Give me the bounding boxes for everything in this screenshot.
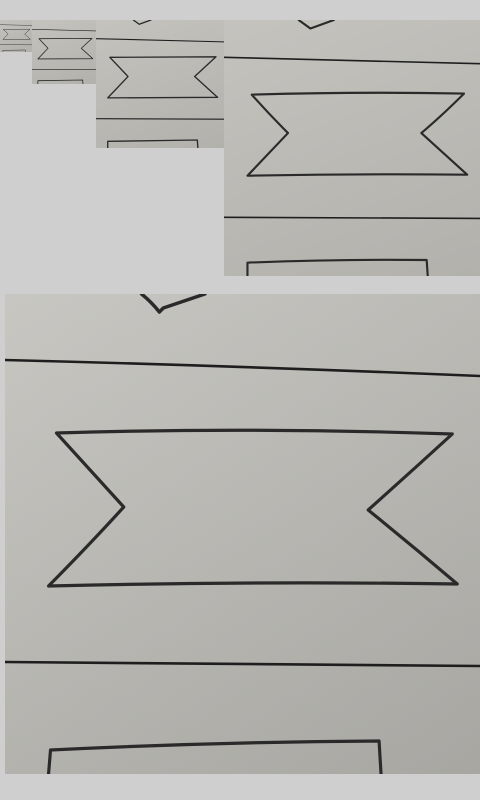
- thumbnail-smallest[interactable]: [0, 20, 32, 52]
- thumbnail-large[interactable]: [224, 20, 480, 276]
- upper-rule-line: [5, 358, 480, 378]
- lower-rule-line: [5, 660, 480, 668]
- bottom-partial-rectangle: [46, 739, 383, 774]
- thumbnail-medium[interactable]: [96, 20, 224, 148]
- main-photo-image: [5, 294, 480, 774]
- thumbnail-small-image: [32, 29, 96, 84]
- thumbnail-medium-image: [96, 20, 224, 148]
- thumbnail-smallest-image: [0, 24, 32, 52]
- banner-shape: [46, 428, 459, 588]
- thumbnail-large-image: [224, 20, 480, 276]
- main-photo[interactable]: [5, 294, 480, 774]
- top-partial-sketch: [139, 294, 207, 314]
- thumbnail-small[interactable]: [32, 20, 96, 84]
